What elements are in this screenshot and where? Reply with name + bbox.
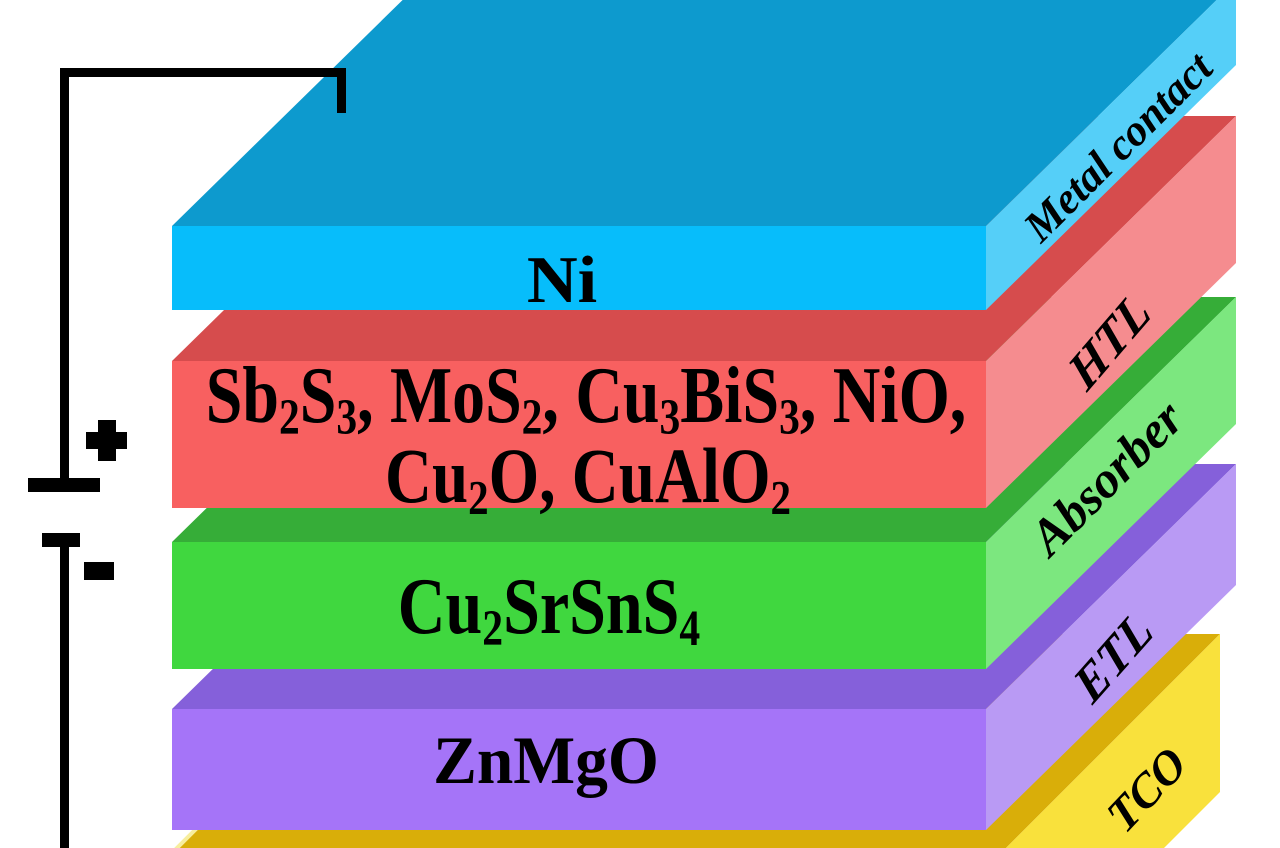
etl-front-face [172, 709, 986, 830]
battery-negative-plate [42, 533, 80, 547]
wire-left-lower [60, 547, 69, 848]
htl-side-face [986, 116, 1236, 508]
battery-positive-plate [28, 478, 100, 492]
htl-front-line1: Sb2S3, MoS2, Cu3BiS3, NiO, [206, 351, 967, 445]
layer-slab-metal-contact [172, 0, 1236, 310]
metal-side-face [986, 0, 1236, 310]
etl-front-label: ZnMgO [432, 722, 659, 798]
plus-icon [86, 420, 127, 461]
htl-front-line2: Cu2O, CuAlO2 [385, 432, 792, 525]
wire-top-right-drop [337, 68, 346, 113]
wire-top-horizontal [60, 68, 346, 77]
circuit-wire [28, 68, 346, 848]
absorber-front-label: Cu2SrSnS4 [398, 563, 701, 657]
htl-front-face [172, 361, 986, 508]
metal-front-face [172, 226, 986, 310]
minus-icon [84, 562, 114, 580]
wire-left-upper [60, 68, 69, 478]
metal-top-face [172, 0, 1217, 226]
etl-side-face [986, 464, 1236, 830]
absorber-side-face [986, 297, 1236, 669]
absorber-front-face [172, 542, 986, 669]
tco-side-face [1006, 634, 1220, 848]
metal-front-label: Ni [526, 242, 597, 317]
